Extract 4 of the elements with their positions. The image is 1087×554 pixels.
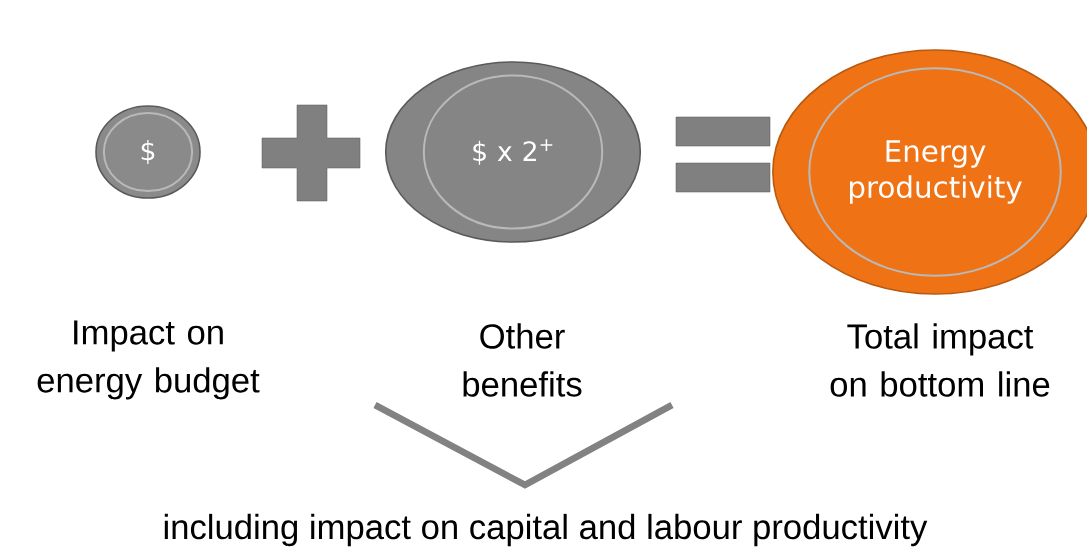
caption-text: Total impact on bottom line: [830, 323, 1050, 397]
caption-text: Other benefits: [463, 323, 582, 397]
caption-text: Impact on energy budget: [37, 320, 260, 400]
note-text: including impact on capital and labour productivity: [164, 513, 928, 547]
